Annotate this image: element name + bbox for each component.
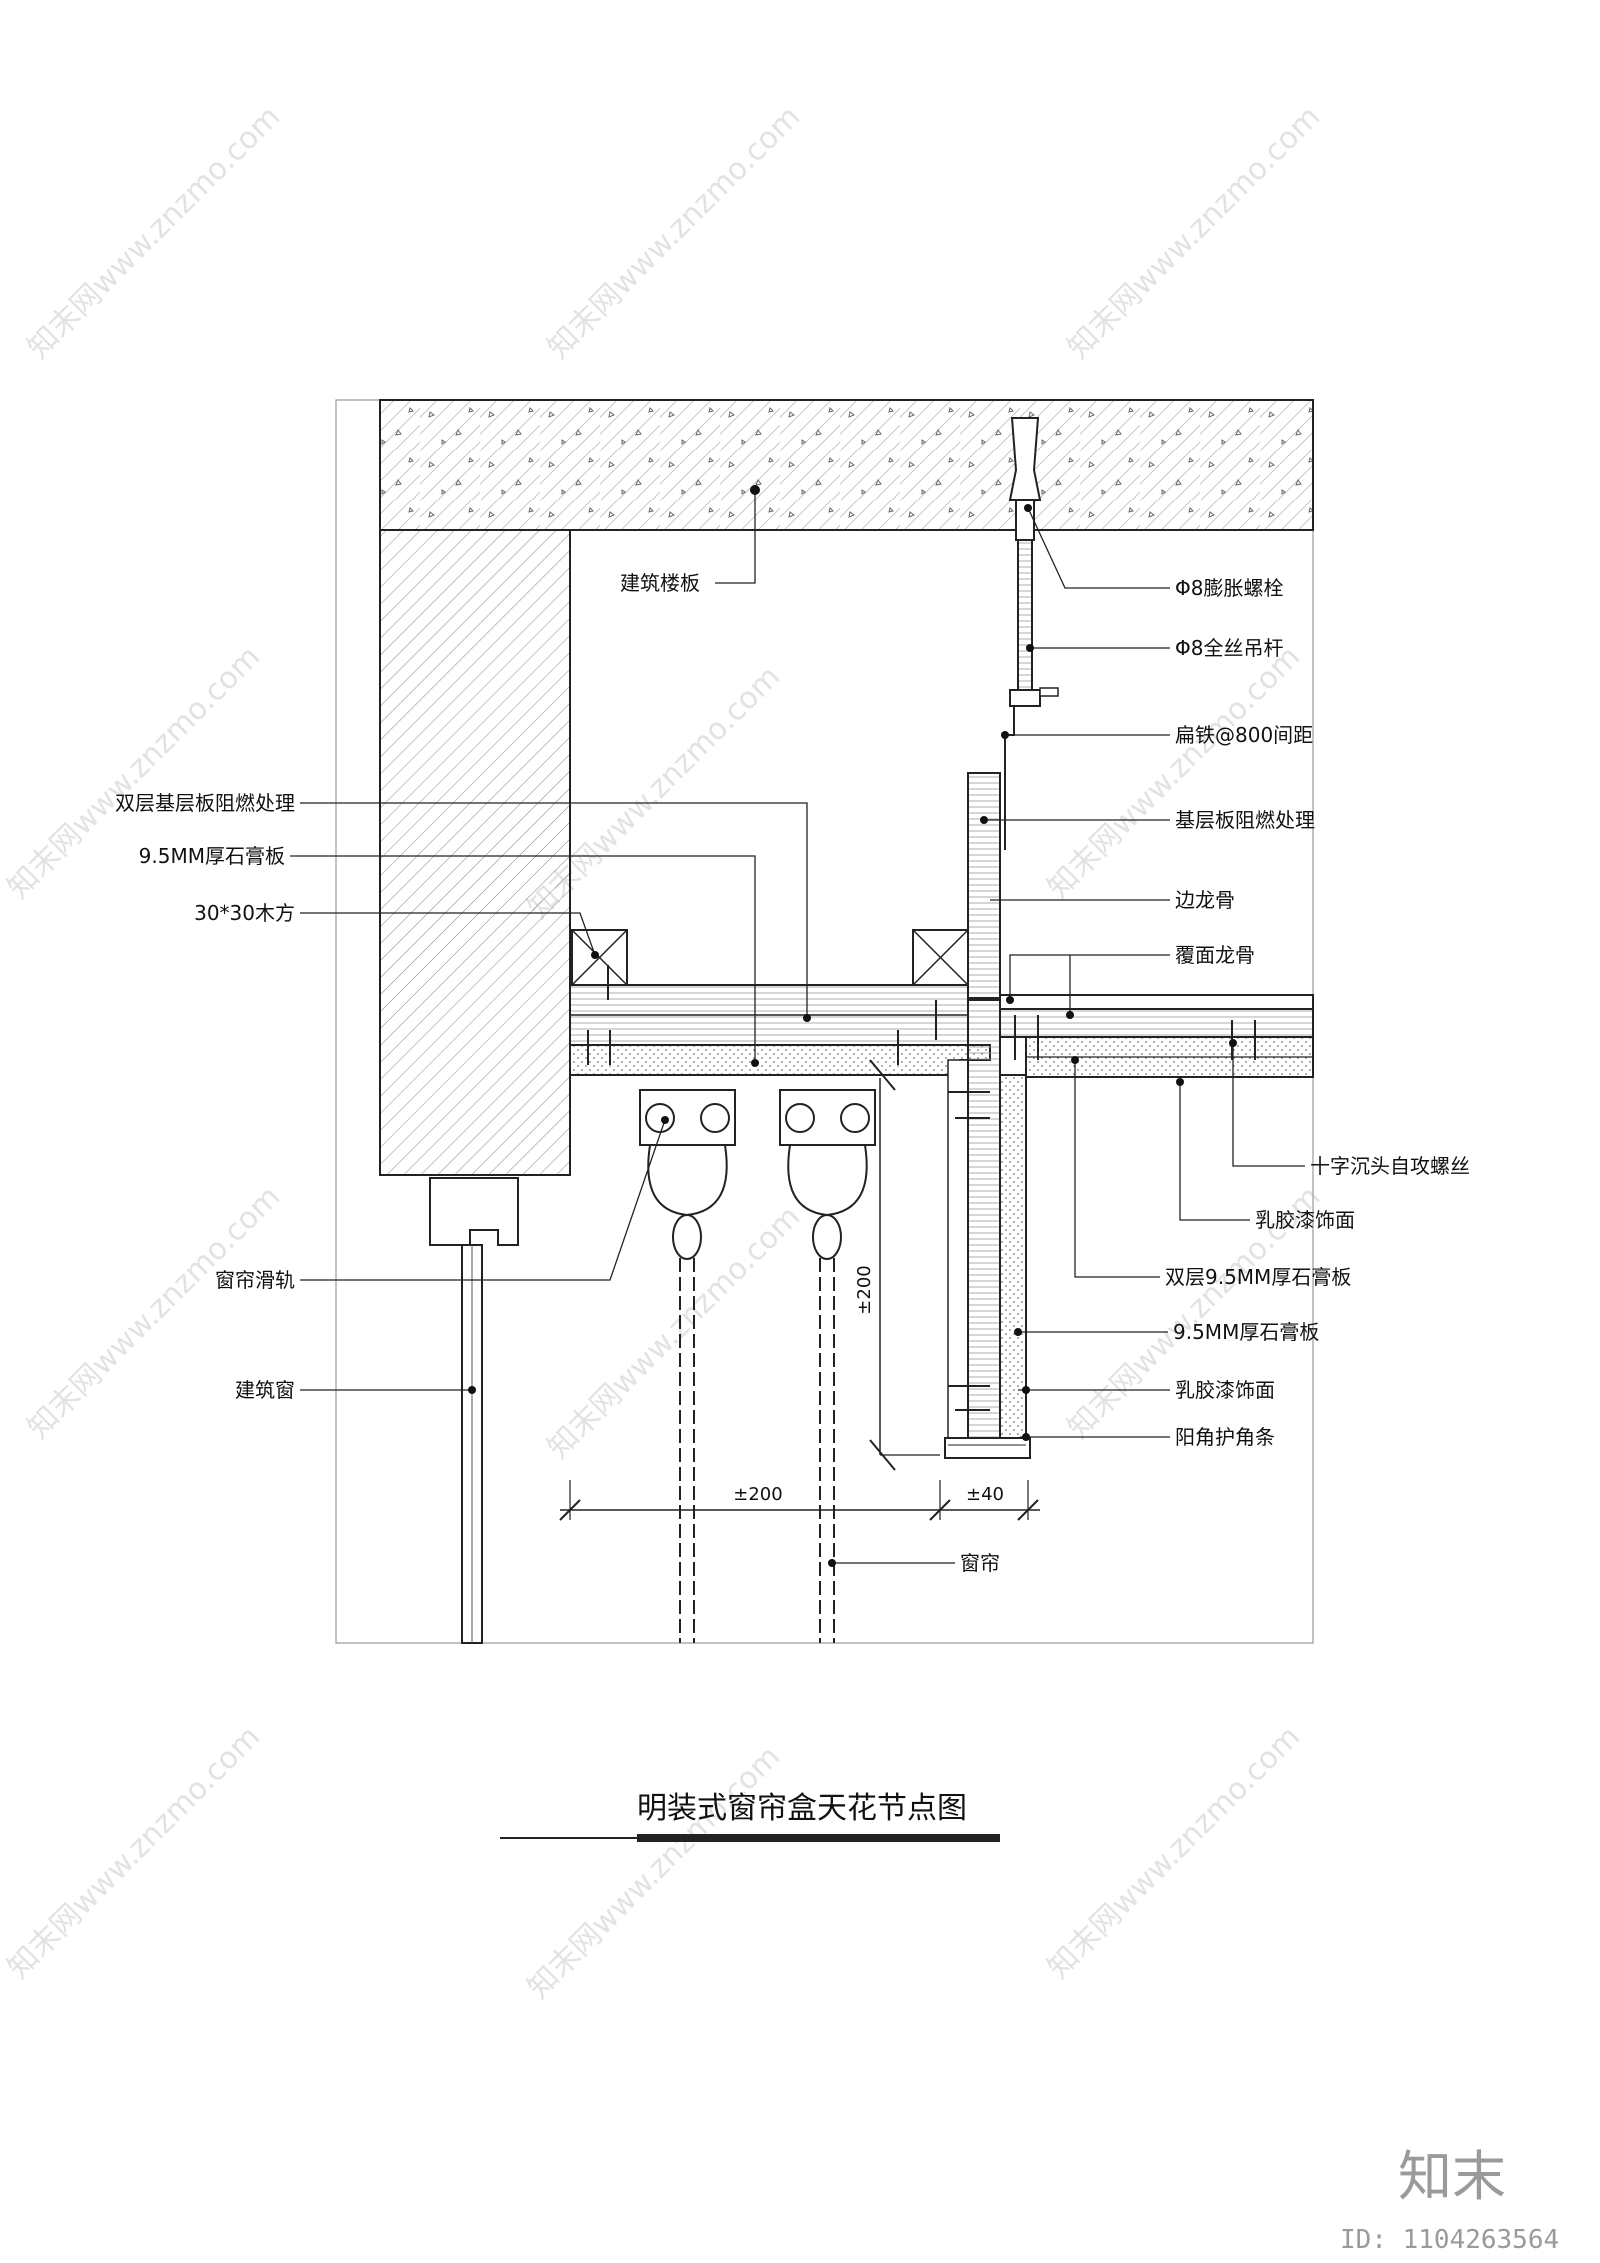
label-bolt: Φ8膨胀螺栓 bbox=[1175, 576, 1283, 600]
drawing-title: 明装式窗帘盒天花节点图 bbox=[500, 1791, 1000, 1842]
label-wood: 30*30木方 bbox=[194, 901, 295, 925]
leader-dots bbox=[468, 485, 1237, 1567]
curtain-track-profile bbox=[429, 1177, 519, 1246]
label-double-base-board: 双层基层板阻燃处理 bbox=[115, 791, 295, 815]
label-slab: 建筑楼板 bbox=[620, 571, 700, 595]
label-gypsum-right: 9.5MM厚石膏板 bbox=[1173, 1320, 1319, 1344]
watermark: 知末网www.znzmo.com bbox=[1061, 99, 1327, 365]
box-gypsum-board bbox=[569, 1044, 991, 1076]
label-gypsum-left: 9.5MM厚石膏板 bbox=[139, 844, 285, 868]
watermark: 知末网www.znzmo.com bbox=[1041, 639, 1307, 905]
floor-slab bbox=[379, 399, 1314, 531]
curtain-box-drop bbox=[944, 999, 1031, 1459]
watermark: 知末网www.znzmo.com bbox=[541, 99, 807, 365]
label-base-board-fire: 基层板阻燃处理 bbox=[1175, 808, 1315, 832]
label-cover-keel: 覆面龙骨 bbox=[1175, 943, 1255, 967]
image-id: ID: 1104263564 bbox=[1340, 2225, 1559, 2255]
dimension-height: ±200 bbox=[854, 1059, 940, 1471]
screws bbox=[587, 965, 1256, 1411]
label-double-gypsum: 双层9.5MM厚石膏板 bbox=[1165, 1265, 1351, 1289]
label-window: 建筑窗 bbox=[235, 1378, 295, 1402]
label-rod: Φ8全丝吊杆 bbox=[1175, 636, 1283, 660]
label-curtain: 窗帘 bbox=[960, 1551, 1000, 1575]
curtain-hanger-1 bbox=[639, 1089, 736, 1643]
ceiling-system bbox=[999, 994, 1314, 1078]
building-window bbox=[461, 1244, 483, 1644]
label-curtain-track: 窗帘滑轨 bbox=[215, 1268, 295, 1292]
watermark: 知末网www.znzmo.com bbox=[1, 1719, 267, 1985]
vertical-base-board bbox=[967, 772, 1001, 999]
label-corner-guard: 阳角护角条 bbox=[1175, 1425, 1275, 1449]
label-latex-paint-1: 乳胶漆饰面 bbox=[1255, 1208, 1355, 1232]
brand-logo: 知末 bbox=[1398, 2145, 1506, 2208]
leader-lines bbox=[290, 490, 1305, 1564]
wall-column bbox=[379, 400, 571, 1176]
dimension-width: ±200 ±40 bbox=[559, 1480, 1040, 1521]
watermark: 知末网www.znzmo.com bbox=[1041, 1719, 1307, 1985]
watermark: 知末网www.znzmo.com bbox=[21, 99, 287, 365]
dim-height-text: ±200 bbox=[854, 1265, 875, 1314]
wood-block-left bbox=[571, 929, 628, 986]
dim-width-text: ±200 bbox=[733, 1484, 782, 1505]
watermark: 知末网www.znzmo.com bbox=[521, 1739, 787, 2005]
curtain-hanger-2 bbox=[779, 1089, 876, 1643]
hanger-assembly bbox=[1004, 417, 1059, 850]
horizontal-base-boards bbox=[569, 984, 969, 1046]
label-edge-keel: 边龙骨 bbox=[1175, 888, 1235, 912]
wood-block-right bbox=[912, 929, 969, 986]
label-screw: 十字沉头自攻螺丝 bbox=[1310, 1154, 1470, 1178]
label-latex-paint-2: 乳胶漆饰面 bbox=[1175, 1378, 1275, 1402]
title-text: 明装式窗帘盒天花节点图 bbox=[637, 1791, 967, 1826]
dim-side-text: ±40 bbox=[966, 1484, 1004, 1505]
watermark: 知末网www.znzmo.com bbox=[21, 1179, 287, 1445]
label-flat-iron: 扁铁@800间距 bbox=[1175, 723, 1313, 747]
